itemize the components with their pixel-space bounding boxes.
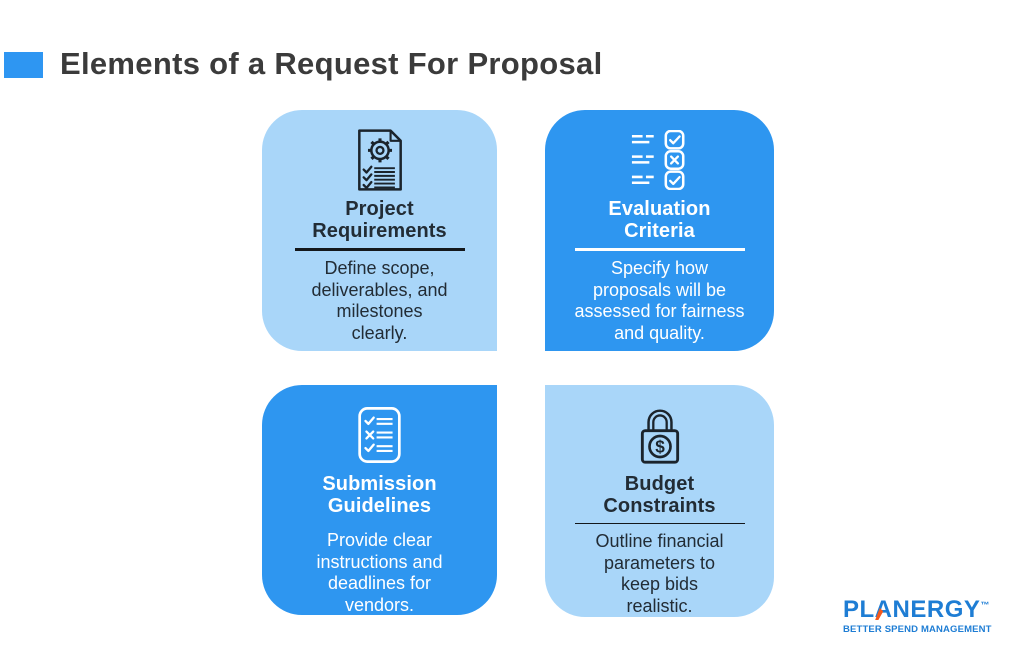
logo-accent-wedge — [875, 608, 884, 620]
title-underline — [294, 248, 465, 251]
padlock-dollar-icon: $ — [635, 402, 685, 468]
card-project-requirements: Project Requirements Define scope, deliv… — [262, 110, 497, 351]
trademark-symbol: ™ — [980, 600, 990, 610]
logo-text-post: NERGY — [892, 596, 981, 623]
title-underline — [574, 523, 745, 524]
card-title: Budget Constraints — [603, 473, 716, 517]
logo-text-pre: PL — [843, 596, 875, 623]
card-budget-constraints: $ Budget Constraints Outline financial p… — [545, 385, 774, 617]
card-description: Define scope, deliverables, and mileston… — [311, 258, 448, 343]
svg-text:$: $ — [655, 436, 665, 456]
title-accent-bar — [4, 52, 43, 78]
title-underline — [574, 248, 745, 251]
card-description: Specify how proposals will be assessed f… — [574, 258, 745, 343]
card-title: Submission Guidelines — [322, 473, 437, 517]
card-description: Outline financial parameters to keep bid… — [595, 531, 724, 616]
document-gear-checklist-icon — [355, 127, 405, 193]
card-description: Provide clear instructions and deadlines… — [316, 530, 443, 615]
card-submission-guidelines: Submission Guidelines Provide clear inst… — [262, 385, 497, 615]
logo-letter-a: A — [874, 596, 893, 623]
card-title: Project Requirements — [312, 198, 447, 242]
checklist-checkboxes-icon — [630, 127, 690, 193]
card-title: Evaluation Criteria — [608, 198, 711, 242]
page-title: Elements of a Request For Proposal — [60, 46, 603, 81]
clipboard-checklist-icon — [356, 402, 403, 468]
logo-tagline: BETTER SPEND MANAGEMENT — [843, 624, 992, 635]
card-evaluation-criteria: Evaluation Criteria Specify how proposal… — [545, 110, 774, 351]
